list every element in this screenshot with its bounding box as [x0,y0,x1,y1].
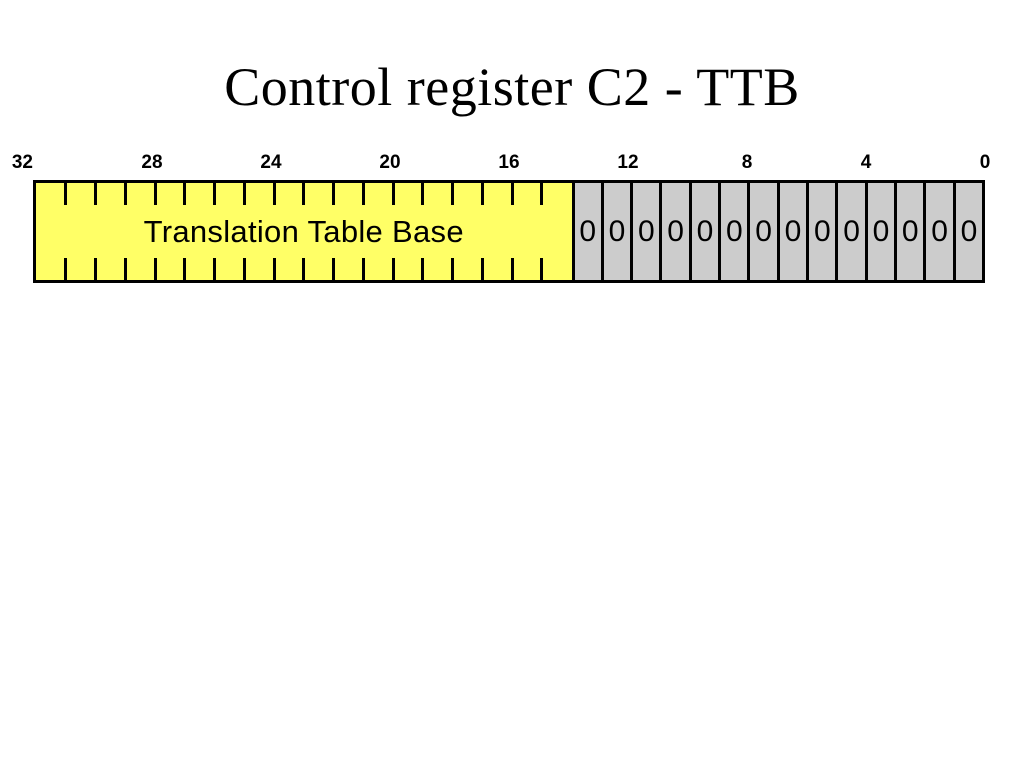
bit-tick-mark [272,258,276,280]
bit-tick-mark [153,258,157,280]
bit-tick-mark [540,183,544,205]
bit-tick-mark [332,183,335,205]
zero-bit-cell: 0 [806,183,836,280]
bit-tick-mark [480,183,484,205]
zero-bit-cell: 0 [600,183,631,280]
zero-bit-cell: 0 [718,183,748,280]
bit-number-axis: 32 28 24 20 16 12 8 4 0 [12,152,990,178]
bit-tick-mark [480,258,484,280]
bit-tick-mark [213,183,216,205]
zero-bit-cell: 0 [659,183,689,280]
zero-bit-cell: 0 [630,183,660,280]
bit-tick-mark [391,258,395,280]
bit-tick-mark [302,183,306,205]
bit-tick-mark [183,258,187,280]
bit-tick-mark [451,258,454,280]
bit-tick-mark [64,183,68,205]
bit-tick-mark [391,183,395,205]
bit-tick-mark [94,258,97,280]
zero-bit-cell: 0 [894,183,924,280]
bit-tick-mark [123,258,127,280]
zero-bit-cell: 0 [835,183,865,280]
zero-bit-cell: 0 [747,183,777,280]
bit-tick-mark [272,183,276,205]
zero-bit-cell: 0 [776,183,807,280]
bit-tick-mark [213,258,216,280]
bit-axis-label-16: 16 [498,152,520,173]
field-translation-table-base: Translation Table Base [36,183,572,280]
bit-tick-mark [153,183,157,205]
bit-axis-label-0: 0 [979,152,991,173]
zero-bit-cell: 0 [864,183,895,280]
zero-bit-cell: 0 [688,183,719,280]
zero-bit-cell: 0 [571,183,601,280]
bit-tick-mark [242,183,246,205]
bit-axis-label-8: 8 [741,152,753,173]
bit-axis-label-32: 32 [11,152,33,173]
bit-tick-mark [361,183,365,205]
bit-tick-mark [123,183,127,205]
bit-tick-mark [183,183,187,205]
bit-tick-mark [421,258,425,280]
zero-bit-cell: 0 [952,183,983,280]
bit-tick-mark [332,258,335,280]
bit-tick-mark [64,258,68,280]
bit-tick-mark [361,258,365,280]
bit-tick-mark [510,183,514,205]
field-label-translation-table-base: Translation Table Base [143,213,464,249]
bit-tick-mark [421,183,425,205]
bit-tick-mark [242,258,246,280]
page-title: Control register C2 - TTB [224,57,800,117]
bit-axis-label-20: 20 [379,152,401,173]
bit-axis-label-28: 28 [141,152,163,173]
zero-bit-cell: 0 [923,183,953,280]
bit-axis-label-4: 4 [860,152,872,173]
bit-tick-mark [451,183,454,205]
bit-axis-label-12: 12 [617,152,639,173]
bit-axis-label-24: 24 [260,152,282,173]
bit-tick-mark [540,258,544,280]
bit-tick-mark [510,258,514,280]
bit-tick-mark [302,258,306,280]
bit-tick-mark [94,183,97,205]
